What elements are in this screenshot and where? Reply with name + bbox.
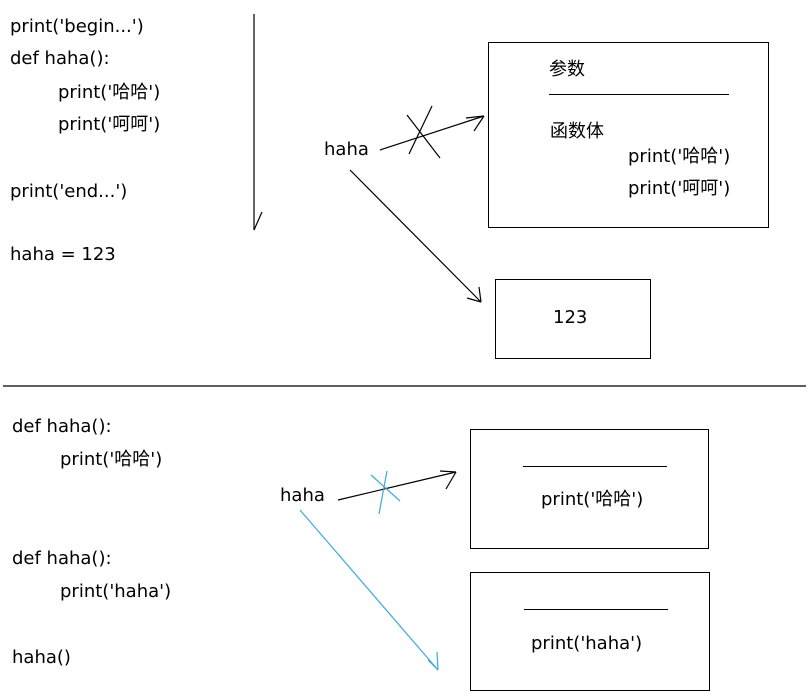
function-body-line: print('呵呵') — [628, 178, 731, 199]
params-label: 参数 — [549, 59, 585, 80]
code-line: print('呵呵') — [58, 114, 161, 135]
code-line: def haha(): — [12, 416, 112, 437]
cross-mark — [406, 105, 441, 159]
top-variable-label: haha — [324, 139, 369, 160]
code-line: def haha(): — [10, 48, 110, 69]
code-line: haha() — [12, 647, 71, 668]
function-object-box-1: print('哈哈') — [470, 429, 709, 549]
integer-value: 123 — [553, 307, 588, 328]
old-reference-arrow — [379, 115, 485, 151]
function-body-line: print('哈哈') — [628, 146, 731, 167]
bottom-variable-label: haha — [280, 485, 325, 506]
function-body-line: print('哈哈') — [541, 489, 644, 510]
code-line: print('end...') — [10, 181, 128, 202]
function-object-box: 参数 函数体 print('哈哈') print('呵呵') — [488, 42, 769, 228]
params-divider — [549, 94, 729, 95]
code-line: print('哈哈') — [58, 82, 161, 103]
old-reference-arrow-bottom — [337, 470, 457, 501]
params-divider — [523, 466, 667, 467]
code-line: print('哈哈') — [60, 449, 163, 470]
function-body-label: 函数体 — [550, 121, 604, 142]
cross-mark-blue — [370, 470, 401, 515]
code-line: print('haha') — [60, 581, 172, 602]
code-line: def haha(): — [12, 548, 112, 569]
function-object-box-2: print('haha') — [470, 572, 710, 691]
new-reference-arrow — [349, 169, 482, 303]
params-divider — [524, 609, 668, 610]
new-reference-arrow-bottom — [299, 509, 439, 671]
function-body-line: print('haha') — [531, 633, 643, 654]
code-line: haha = 123 — [10, 244, 116, 265]
execution-flow-arrow — [253, 14, 263, 231]
integer-object-box: 123 — [495, 279, 651, 359]
code-line: print('begin...') — [10, 16, 144, 37]
